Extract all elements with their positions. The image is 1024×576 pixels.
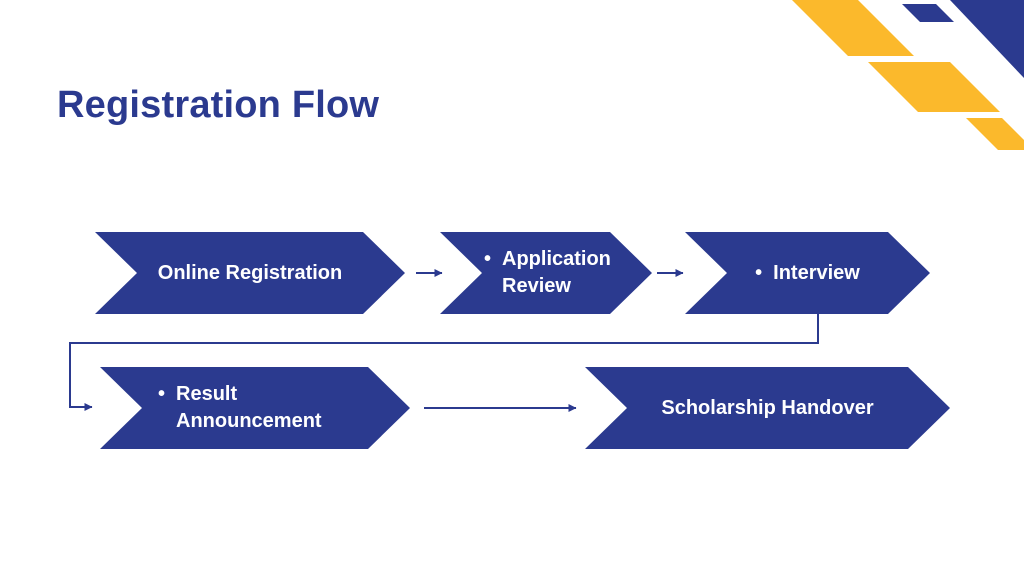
deco-yellow-stripe-1 [792, 0, 914, 56]
step-label: Result Announcement [176, 383, 322, 432]
bullet-marker: • [755, 261, 763, 284]
flow-step-interview: • Interview [685, 232, 930, 314]
bullet-marker: • [484, 248, 492, 270]
flow-step-online-registration: Online Registration [95, 232, 405, 314]
deco-blue-parallelogram [902, 4, 954, 22]
deco-yellow-stripe-2 [868, 62, 1000, 112]
corner-decoration [792, 0, 1024, 150]
bullet-marker: • [158, 383, 166, 405]
step-content: • Interview [755, 260, 860, 287]
step-label: Application Review [502, 248, 611, 297]
flow-step-result-announcement: • Result Announcement [100, 367, 410, 449]
step-content: • Result Announcement [158, 381, 346, 435]
step-label: Scholarship Handover [661, 396, 874, 419]
step-content: • Application Review [484, 246, 628, 300]
flow-step-application-review: • Application Review [440, 232, 652, 314]
deco-blue-corner-triangle [950, 0, 1024, 78]
step-label: Interview [773, 261, 860, 284]
deco-yellow-stripe-3 [966, 118, 1024, 150]
page-title: Registration Flow [57, 84, 380, 126]
flow-step-scholarship-handover: Scholarship Handover [585, 367, 950, 449]
step-label: Online Registration [157, 261, 343, 284]
